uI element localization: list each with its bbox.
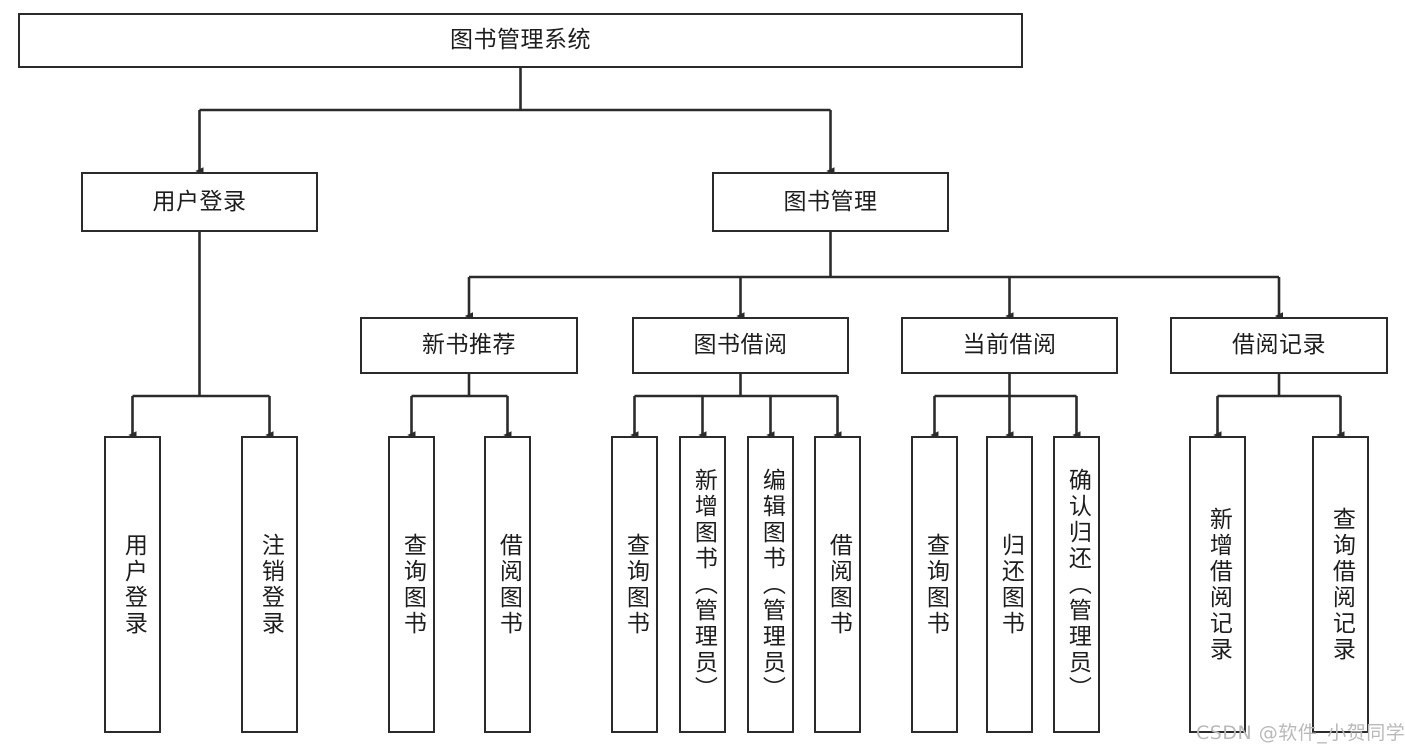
node-leaf-borrow-book-label: 借阅图书 (825, 532, 852, 637)
node-leaf-borrow-book[interactable]: 借阅图书 (814, 436, 861, 733)
node-leaf-edit-book-label: 编辑图书（管理员） (758, 467, 785, 702)
node-leaf-query-book-borrow-label: 查询图书 (622, 532, 649, 637)
node-book-borrow[interactable]: 图书借阅 (632, 317, 849, 374)
node-leaf-query-book-cur-label: 查询图书 (922, 532, 949, 637)
node-leaf-add-book[interactable]: 新增图书（管理员） (679, 436, 726, 733)
node-book-manage-label: 图书管理 (783, 188, 878, 215)
node-leaf-return-book-label: 归还图书 (997, 532, 1024, 637)
node-leaf-query-record[interactable]: 查询借阅记录 (1312, 436, 1369, 733)
node-book-manage[interactable]: 图书管理 (712, 172, 949, 232)
node-leaf-add-book-label: 新增图书（管理员） (690, 467, 717, 702)
node-leaf-user-logout[interactable]: 注销登录 (241, 436, 298, 733)
node-root-label: 图书管理系统 (450, 27, 591, 54)
node-leaf-query-record-label: 查询借阅记录 (1328, 506, 1355, 663)
node-leaf-query-book-cur[interactable]: 查询图书 (911, 436, 958, 733)
node-leaf-user-logout-label: 注销登录 (257, 532, 284, 637)
node-leaf-add-record-label: 新增借阅记录 (1205, 506, 1232, 663)
node-leaf-borrow-book-rec-label: 借阅图书 (495, 532, 522, 637)
node-borrow-record-label: 借阅记录 (1232, 332, 1326, 359)
node-leaf-edit-book[interactable]: 编辑图书（管理员） (747, 436, 794, 733)
node-current-borrow-label: 当前借阅 (962, 332, 1057, 359)
node-root[interactable]: 图书管理系统 (18, 13, 1023, 68)
node-user-login[interactable]: 用户登录 (81, 172, 318, 232)
node-leaf-query-book-borrow[interactable]: 查询图书 (611, 436, 658, 733)
node-leaf-borrow-book-rec[interactable]: 借阅图书 (484, 436, 531, 733)
node-current-borrow[interactable]: 当前借阅 (901, 317, 1118, 374)
node-leaf-return-book[interactable]: 归还图书 (986, 436, 1033, 733)
node-new-book-recommend-label: 新书推荐 (422, 332, 516, 359)
node-borrow-record[interactable]: 借阅记录 (1170, 317, 1388, 374)
node-book-borrow-label: 图书借阅 (693, 332, 788, 359)
node-new-book-recommend[interactable]: 新书推荐 (360, 317, 578, 374)
node-leaf-query-book-rec-label: 查询图书 (399, 532, 426, 637)
node-leaf-confirm-return-label: 确认归还（管理员） (1064, 467, 1091, 702)
csdn-watermark: CSDN @软件_小贺同学 (1196, 722, 1405, 744)
node-leaf-user-login-label: 用户登录 (120, 532, 147, 637)
node-leaf-query-book-rec[interactable]: 查询图书 (388, 436, 435, 733)
node-leaf-confirm-return[interactable]: 确认归还（管理员） (1053, 436, 1100, 733)
node-user-login-label: 用户登录 (152, 188, 247, 215)
node-leaf-user-login[interactable]: 用户登录 (104, 436, 161, 733)
node-leaf-add-record[interactable]: 新增借阅记录 (1189, 436, 1246, 733)
